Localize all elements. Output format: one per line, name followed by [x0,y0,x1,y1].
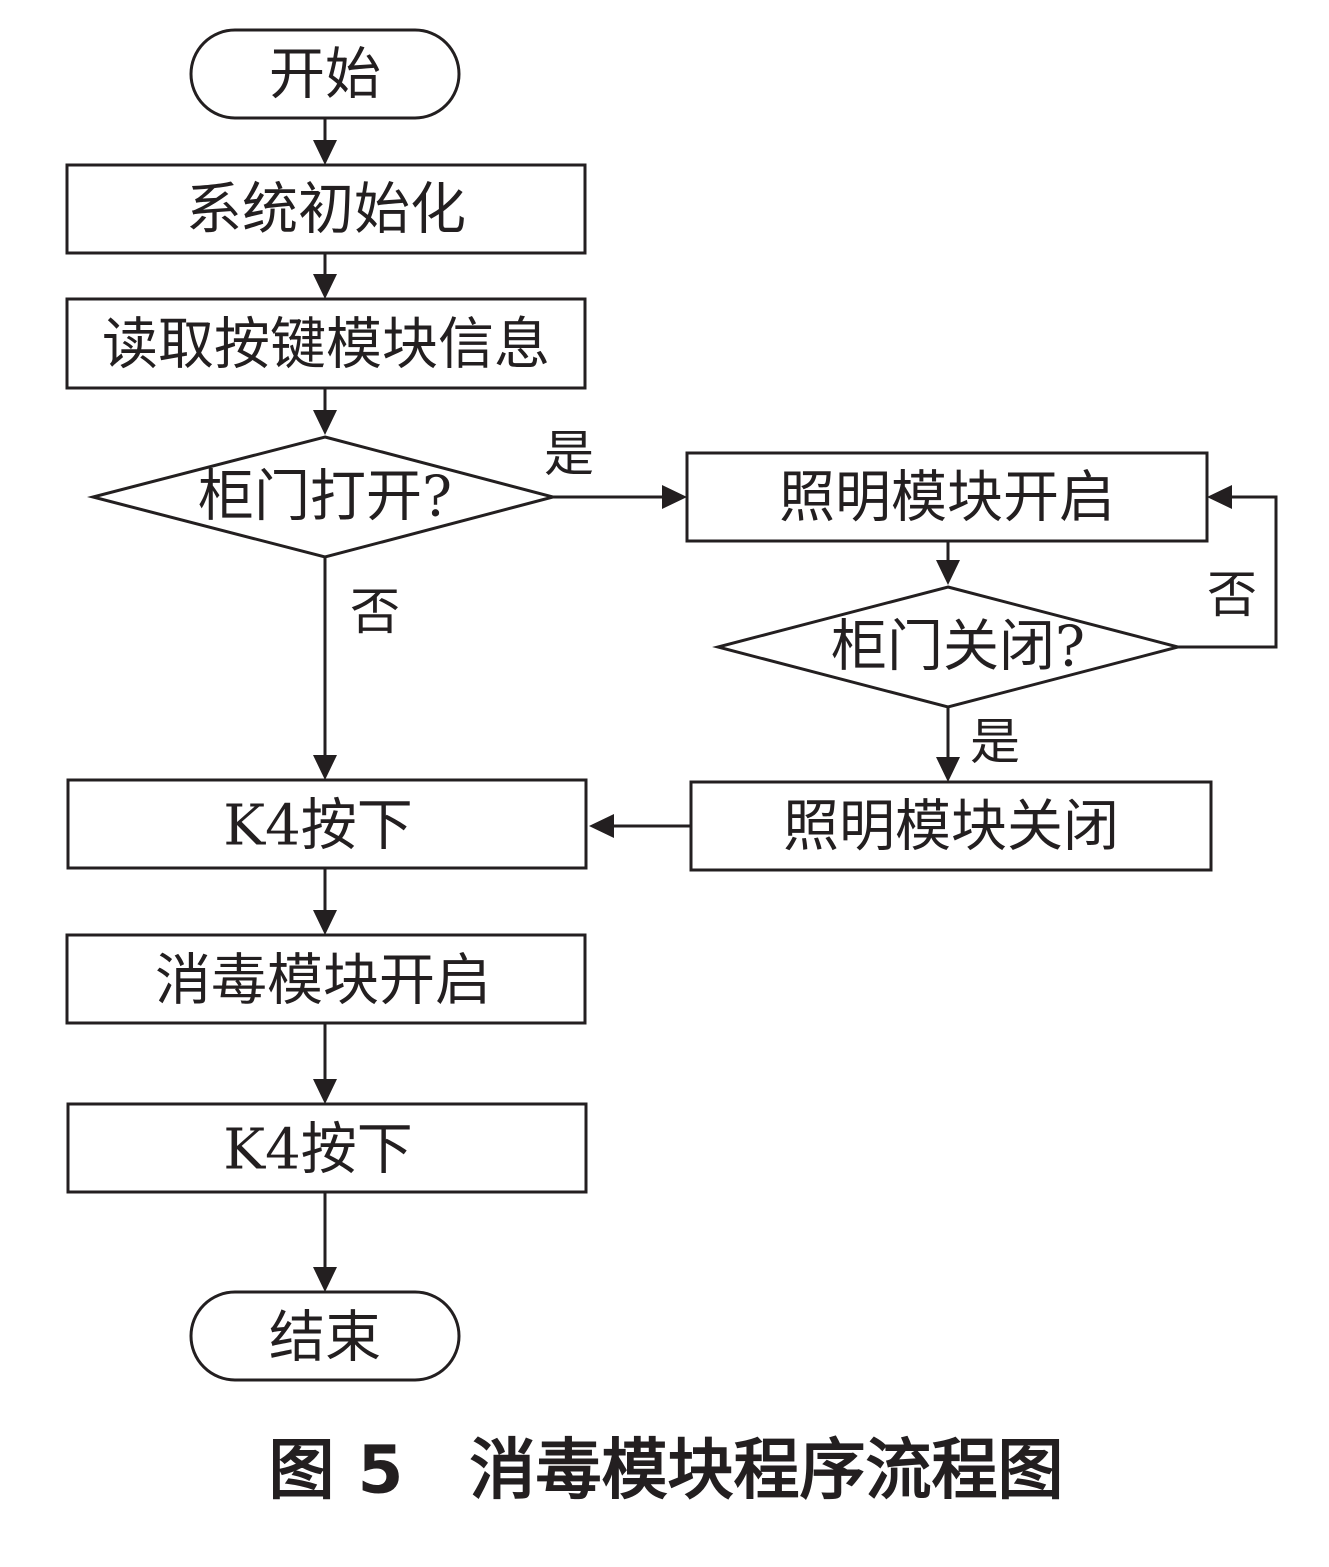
door-closed-no-label: 否 [1207,566,1257,624]
arrowhead-init [313,140,337,165]
start-terminal [189,28,461,120]
door-open-decision [87,435,559,559]
door-closed-decision [712,585,1184,709]
end-label: 结束 [269,1306,381,1371]
arrowhead-light-on [662,485,687,509]
init-label: 系统初始化 [186,178,466,243]
arrowhead-door-open [313,410,337,435]
disinfect-on-label: 消毒模块开启 [155,949,491,1014]
arrowhead-k4-from-light-off [589,814,614,838]
k4-first-process [66,778,588,870]
door-open-no-label: 否 [350,583,400,641]
door-open-label: 柜门打开? [198,465,452,530]
end-terminal [189,1290,461,1382]
edge-labels: 是 否 否 是 [350,425,1257,771]
light-off-process [689,780,1213,872]
arrowhead-light-off [936,757,960,782]
arrowhead-light-on-loop [1207,485,1232,509]
arrowhead-k4-second [313,1079,337,1104]
light-on-process [685,451,1209,543]
read-keys-label: 读取按键模块信息 [102,313,550,378]
arrowhead-read [313,274,337,299]
start-label: 开始 [269,43,381,108]
door-closed-label: 柜门关闭? [831,615,1085,680]
door-open-yes-label: 是 [544,425,594,483]
door-closed-yes-label: 是 [970,713,1020,771]
connector-door-closed-no-loop [1178,495,1278,649]
read-keys-process [65,297,587,390]
arrowhead-k4-first [313,755,337,780]
nodes [65,28,1213,1382]
disinfect-on-process [65,933,587,1025]
figure-caption: 图 5 消毒模块程序流程图 [269,1432,1064,1509]
arrowhead-end [313,1267,337,1292]
connectors [313,118,1278,1292]
k4-second-process [66,1102,588,1194]
k4-second-label: K4按下 [223,1118,412,1183]
k4-first-label: K4按下 [223,794,412,859]
arrowhead-door-closed [936,560,960,585]
light-on-label: 照明模块开启 [779,466,1115,531]
arrowhead-disinfect [313,910,337,935]
node-labels: 开始 系统初始化 读取按键模块信息 柜门打开? 照明模块开启 柜门关闭? 照明模… [102,43,1119,1371]
light-off-label: 照明模块关闭 [783,795,1119,860]
init-process [65,163,587,255]
